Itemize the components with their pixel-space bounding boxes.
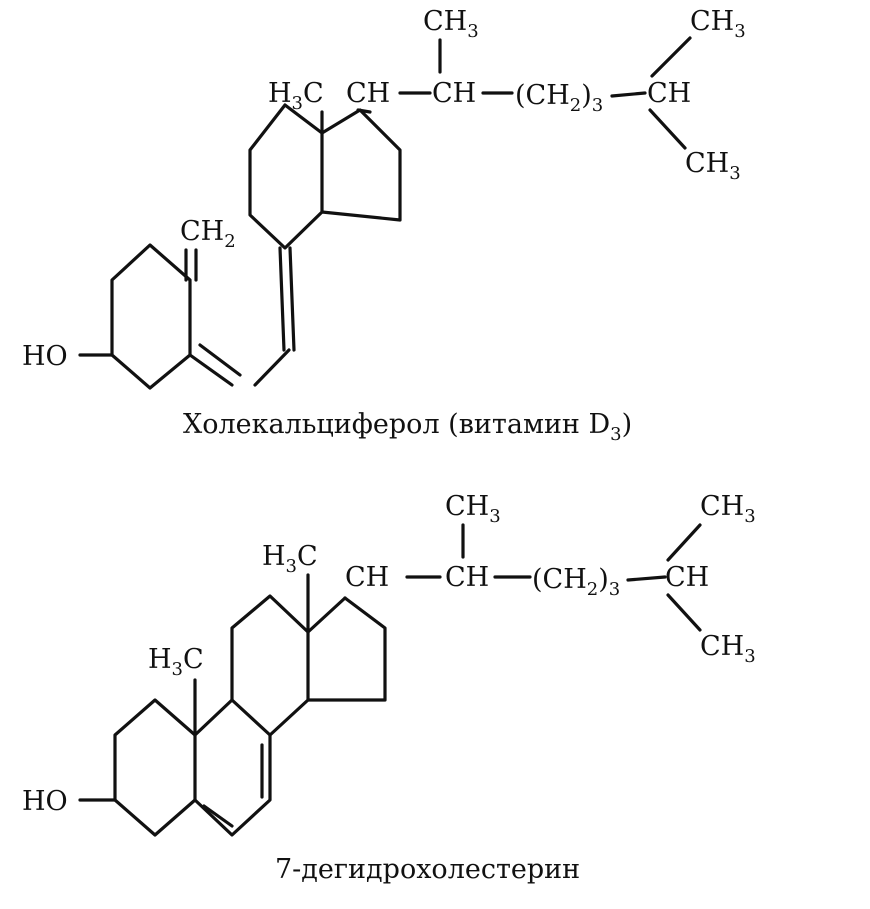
d3-isopropyl-up [650, 36, 692, 78]
dhc-label-ch-c20: CH [345, 562, 389, 593]
d3-label-ch3-right-bottom: CH3 [685, 148, 741, 184]
dhc-label-ch3-right-bottom: CH3 [700, 631, 756, 667]
d3-label-ch2-exo: CH2 [180, 216, 236, 252]
d3-label-ch-c21: CH [432, 78, 476, 109]
d3-ring-a [110, 243, 192, 390]
d3-label-ch-c20: CH [346, 78, 390, 109]
d3-exo-double-1 [278, 246, 286, 352]
d3-ring-c [248, 103, 324, 250]
dhc-label-ho: HO [22, 786, 68, 817]
dhc-label-ch-c25: CH [665, 562, 709, 593]
dhc-ring-a [113, 698, 197, 837]
dhc-c5-c6-double [202, 804, 234, 828]
dhc-label-ch2-chain: (CH2)3 [532, 564, 620, 600]
dhc-ring-c [230, 594, 310, 737]
dhc-isopropyl-down [666, 593, 702, 632]
d3-caption: Холекальциферол (витамин D3) [183, 409, 632, 445]
dhc-isopropyl-up [666, 523, 702, 562]
d3-chain-bond-3 [610, 91, 647, 98]
d3-c6-c7-bond [253, 348, 291, 387]
d3-ring-d [320, 108, 402, 222]
dhc-label-h3c-c10: H3C [148, 644, 204, 680]
vitamin-d3-structure: CH3 CH3 H3C CH CH (CH2)3 CH CH3 CH2 HO Х… [22, 6, 746, 445]
dhc-ring-d [306, 596, 387, 702]
d3-c5-c6-double-1 [188, 353, 234, 387]
d3-label-h3c: H3C [268, 78, 324, 114]
dehydrocholesterol-structure: CH3 CH3 H3C CH CH (CH2)3 CH CH3 H3C HO 7… [22, 491, 756, 885]
dhc-label-ch3-right-top: CH3 [700, 491, 756, 527]
dhc-ring-b [193, 698, 272, 837]
d3-label-ch3-right-top: CH3 [690, 6, 746, 42]
dhc-label-ch3-top: CH3 [445, 491, 501, 527]
dhc-chain-bond-3 [626, 575, 667, 582]
d3-label-ho: HO [22, 341, 68, 372]
d3-isopropyl-down [648, 108, 687, 150]
d3-exo-double-2 [288, 246, 296, 352]
d3-c5-c6-double-2 [198, 343, 242, 377]
dhc-label-ch-c21: CH [445, 562, 489, 593]
d3-label-ch2-chain: (CH2)3 [515, 80, 603, 116]
d3-label-ch-c25: CH [647, 78, 691, 109]
dhc-caption: 7-дегидрохолестерин [275, 854, 580, 885]
d3-label-ch3-top: CH3 [423, 6, 479, 42]
dhc-label-h3c-c13: H3C [262, 541, 318, 577]
